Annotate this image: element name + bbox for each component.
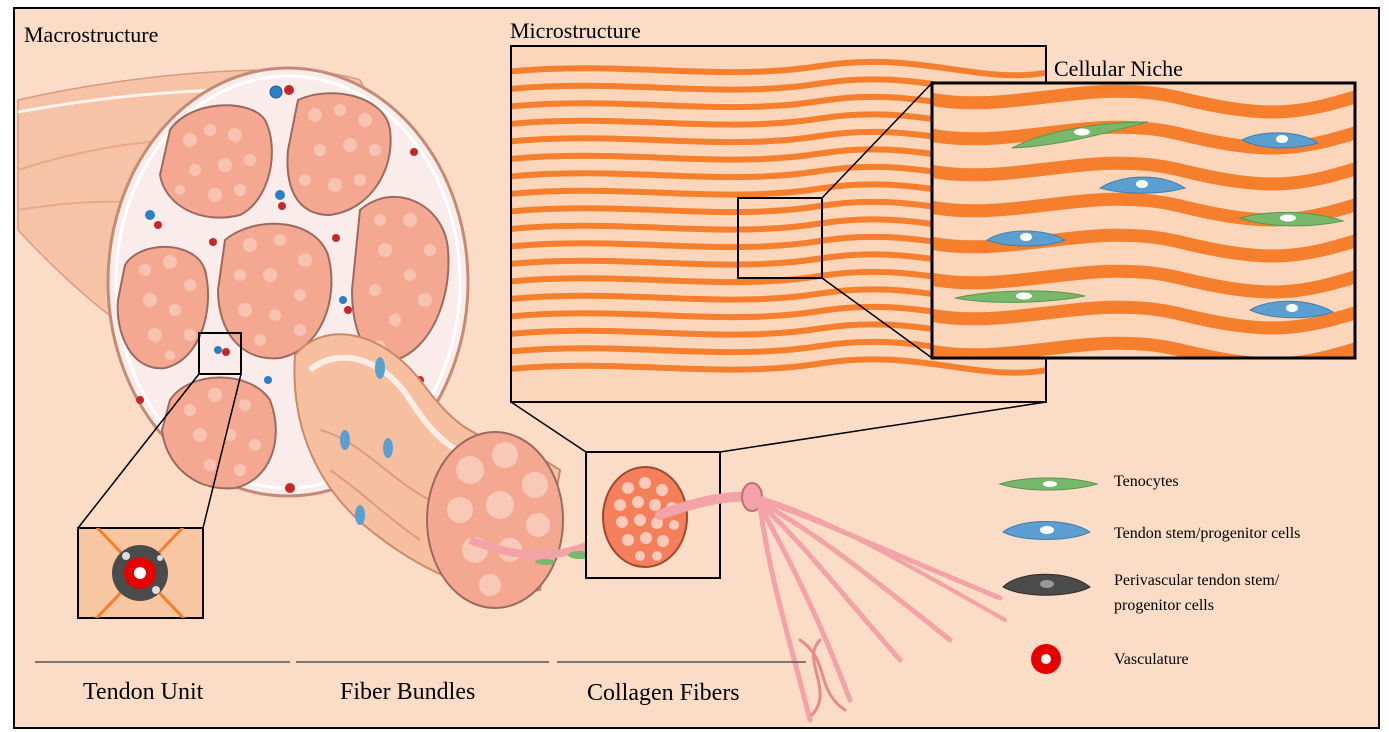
macrostructure-heading: Macrostructure [24, 22, 158, 47]
cellular-niche-heading: Cellular Niche [1054, 56, 1183, 81]
vasculature-icon [1031, 644, 1061, 674]
legend-tspc: Tendon stem/progenitor cells [1114, 525, 1300, 542]
tendon-unit-label: Tendon Unit [83, 679, 204, 705]
microstructure-heading: Microstructure [510, 18, 641, 43]
legend-perivascular-line1: Perivascular tendon stem/ [1114, 572, 1280, 589]
legend-tenocytes: Tenocytes [1114, 473, 1179, 490]
legend-perivascular-line2: progenitor cells [1114, 597, 1214, 614]
legend-vasculature: Vasculature [1114, 651, 1189, 668]
collagen-fibers-label: Collagen Fibers [587, 680, 740, 706]
fiber-bundles-label: Fiber Bundles [340, 679, 475, 705]
